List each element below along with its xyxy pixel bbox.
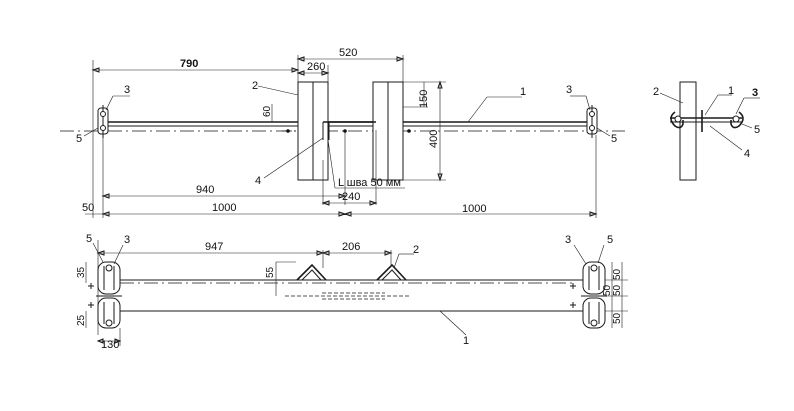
dim-240-arrows	[321, 200, 378, 206]
dim-400-arrows	[437, 80, 443, 182]
dim-1000-arrows	[101, 211, 598, 217]
bottom-callout-5-left-label: 5	[86, 233, 92, 245]
side-view: 2 1 3 5 4	[653, 81, 760, 181]
dim-130-arrows	[96, 338, 122, 344]
side-eye-left	[674, 115, 682, 123]
bottom-callout-2-label: 2	[413, 244, 419, 256]
callout-1-leader	[467, 96, 488, 123]
cross-marks	[88, 283, 576, 308]
side-callout-2-leader	[659, 92, 684, 104]
bottom-right-clamps	[581, 261, 607, 329]
callout-3-right-label: 3	[566, 84, 572, 96]
dim-50-d-label: 50	[612, 312, 623, 324]
dim-520-arrows	[296, 56, 405, 62]
bottom-left-clamps	[96, 261, 122, 329]
left-clamp-top	[97, 105, 109, 138]
v-bracket-right	[376, 263, 407, 281]
callout-1-label: 1	[520, 86, 526, 98]
side-callout-5-leader	[741, 123, 753, 129]
weld-note-leader	[327, 139, 336, 189]
dim-790-label: 790	[180, 58, 198, 70]
bottom-callout-2-leader	[393, 253, 400, 269]
v-bracket-left-inner	[301, 269, 322, 281]
dim-260-label: 260	[307, 61, 325, 73]
bottom-callout-3-right-label: 3	[565, 234, 571, 246]
bottom-callout-3-left-label: 3	[124, 234, 130, 246]
bottom-callout-5-right-label: 5	[607, 234, 613, 246]
dim-1000-right-label: 1000	[462, 203, 486, 215]
dim-50-b-label: 50	[612, 284, 623, 296]
dim-947-arrows	[96, 250, 325, 256]
side-callout-4-label: 4	[744, 148, 750, 160]
callout-4-label: 4	[255, 175, 261, 187]
right-clamp-top	[586, 105, 598, 138]
dim-206-label: 206	[342, 241, 360, 253]
dim-35-label: 35	[76, 266, 87, 278]
callout-2-label: 2	[252, 80, 258, 92]
callout-2-leader	[257, 85, 299, 96]
side-eye-right	[732, 115, 740, 123]
bottom-callout-1-leader	[439, 310, 467, 336]
bottom-callout-5-right-leader	[597, 244, 605, 264]
top-view: 790 520 260 150 400 60 940 240 50 1000	[60, 47, 625, 218]
dim-50-a-label: 50	[612, 268, 623, 280]
dim-60-label: 60	[262, 105, 273, 117]
callout-3-left-leader	[105, 95, 114, 111]
callout-5-right-label: 5	[611, 133, 617, 145]
dim-940-label: 940	[196, 184, 214, 196]
side-callout-5-label: 5	[754, 124, 760, 136]
dim-55-label: 55	[265, 266, 276, 278]
callout-5-left-leader	[83, 127, 99, 137]
dim-25-label: 25	[76, 314, 87, 326]
callout-3-right-leader	[585, 95, 591, 111]
dim-940-arrows	[101, 193, 347, 199]
dim-1000-left-label: 1000	[212, 202, 236, 214]
v-bracket-right-inner	[381, 269, 402, 281]
bottom-callout-1-label: 1	[463, 335, 469, 347]
callout-3-left-label: 3	[124, 84, 130, 96]
dim-400-label: 400	[428, 130, 440, 148]
side-callout-3-label: 3	[752, 87, 758, 99]
dim-260-arrows	[296, 70, 330, 76]
dim-50-c-label: 50	[602, 284, 613, 296]
dim-520-label: 520	[339, 47, 357, 59]
dim-206-arrows	[321, 250, 393, 256]
hole-marker-3	[407, 129, 411, 133]
side-plate	[679, 81, 697, 181]
v-bracket-left	[296, 263, 327, 281]
dim-50-label: 50	[82, 202, 94, 214]
callout-5-right-leader	[596, 127, 611, 137]
side-callout-4-leader	[709, 125, 743, 151]
callout-4-leader	[263, 137, 324, 179]
dim-790-arrows	[91, 67, 300, 73]
side-callout-1-leader	[704, 94, 719, 116]
side-hook-left	[670, 111, 684, 129]
bottom-callout-3-right-leader	[573, 244, 587, 265]
side-callout-3-leader	[735, 97, 745, 115]
dim-947-label: 947	[205, 241, 223, 253]
dim-240-label: 240	[342, 191, 360, 203]
side-callout-2-label: 2	[653, 86, 659, 98]
bottom-callout-3-left-leader	[113, 244, 124, 265]
bottom-view: 947 206 55 35 25 130 50 50 50 50 5 3	[76, 233, 628, 351]
weld-note-label: L шва 50 мм	[338, 177, 401, 189]
dim-150-label: 150	[418, 90, 430, 108]
bottom-callout-5-left-leader	[92, 242, 104, 263]
dim-130-label: 130	[101, 339, 119, 351]
side-hook-right	[730, 111, 744, 129]
callout-5-left-label: 5	[76, 133, 82, 145]
side-callout-1-label: 1	[728, 85, 734, 97]
